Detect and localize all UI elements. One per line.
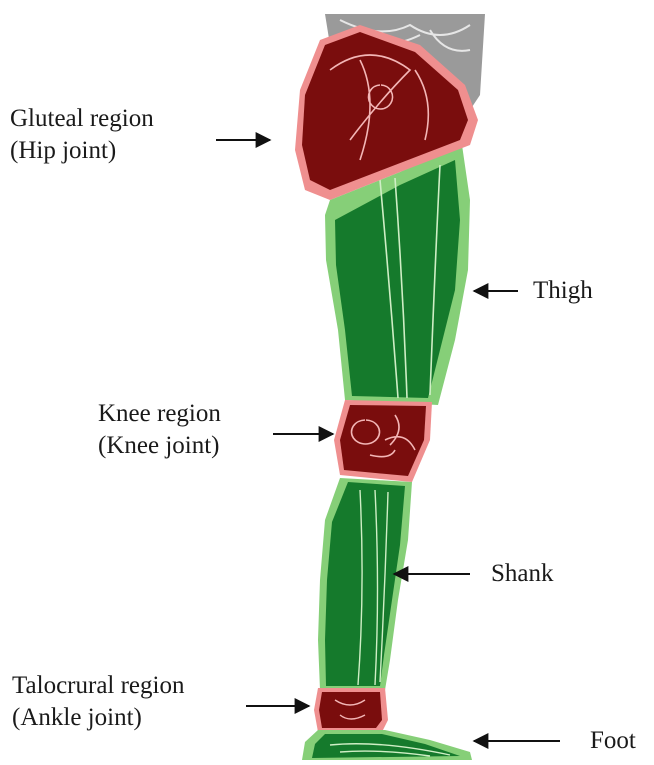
knee-label: Knee region (Knee joint) [98, 398, 221, 462]
shank-label: Shank [491, 558, 554, 590]
ankle-segment [314, 688, 388, 732]
gluteal-label-line1: Gluteal region [10, 103, 154, 135]
talocrural-label-line2: (Ankle joint) [12, 702, 184, 734]
gluteal-label-line2: (Hip joint) [10, 135, 154, 167]
shank-label-line1: Shank [491, 558, 554, 590]
knee-label-line1: Knee region [98, 398, 221, 430]
thigh-label: Thigh [533, 275, 593, 307]
knee-segment [334, 400, 432, 482]
talocrural-label-line1: Talocrural region [12, 670, 184, 702]
thigh-label-line1: Thigh [533, 275, 593, 307]
foot-label-line1: Foot [590, 725, 636, 757]
foot-label: Foot [590, 725, 636, 757]
gluteal-label: Gluteal region (Hip joint) [10, 103, 154, 167]
foot-segment [302, 730, 472, 760]
talocrural-label: Talocrural region (Ankle joint) [12, 670, 184, 734]
shank-segment [318, 478, 412, 690]
knee-label-line2: (Knee joint) [98, 430, 221, 462]
